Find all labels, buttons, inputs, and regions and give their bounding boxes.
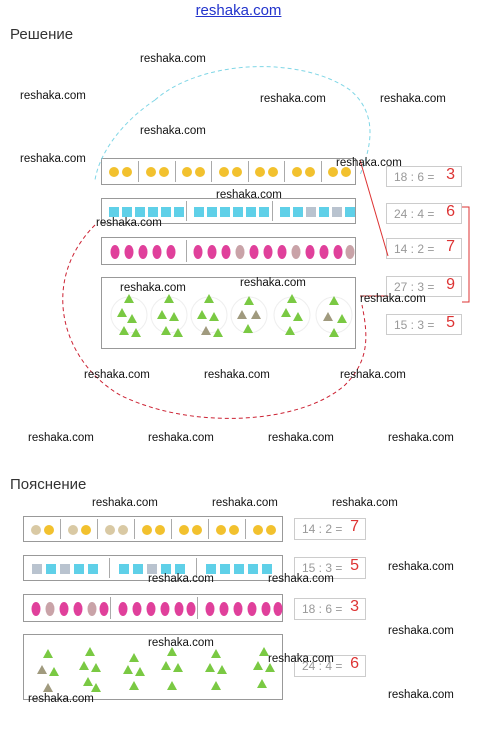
site-title[interactable]: reshaka.com <box>195 2 282 19</box>
solution-equation-5: 15 : 3 = 5 <box>386 314 462 335</box>
heading-explanation: Пояснение <box>10 476 87 493</box>
solution-equation-2: 24 : 4 = 6 <box>386 203 462 224</box>
explanation-equation-3: 18 : 6 = 3 <box>294 598 366 620</box>
watermark: reshaka.com <box>332 497 398 509</box>
watermark: reshaka.com <box>268 573 334 585</box>
watermark: reshaka.com <box>148 637 214 649</box>
watermark: reshaka.com <box>268 653 334 665</box>
solution-circles-svg <box>109 167 351 177</box>
equation-expression: 15 : 3 = <box>302 561 343 575</box>
watermark: reshaka.com <box>28 693 94 705</box>
watermark: reshaka.com <box>120 282 186 294</box>
watermark: reshaka.com <box>96 217 162 229</box>
solution-equation-4: 27 : 3 = 9 <box>386 276 462 297</box>
equation-answer: 7 <box>350 518 359 535</box>
watermark: reshaka.com <box>212 497 278 509</box>
explanation-squares-svg <box>32 564 272 574</box>
equation-answer: 5 <box>446 314 455 331</box>
equation-answer: 6 <box>350 655 359 672</box>
equation-answer: 5 <box>350 557 359 574</box>
heading-solution: Решение <box>10 26 74 43</box>
watermark: reshaka.com <box>380 93 446 105</box>
watermark: reshaka.com <box>260 93 326 105</box>
watermark: reshaka.com <box>20 90 86 102</box>
equation-answer: 6 <box>446 203 455 220</box>
solution-ovals-box <box>101 237 356 265</box>
equation-expression: 14 : 2 = <box>302 522 343 536</box>
watermark: reshaka.com <box>92 497 158 509</box>
watermark: reshaka.com <box>204 369 270 381</box>
watermark: reshaka.com <box>216 189 282 201</box>
watermark: reshaka.com <box>148 432 214 444</box>
equation-answer: 3 <box>350 598 359 615</box>
explanation-circles-box <box>23 516 283 542</box>
equation-expression: 14 : 2 = <box>394 242 435 256</box>
watermark: reshaka.com <box>140 125 206 137</box>
explanation-equation-1: 14 : 2 = 7 <box>294 518 366 540</box>
equation-expression: 15 : 3 = <box>394 318 435 332</box>
watermark: reshaka.com <box>28 432 94 444</box>
watermark: reshaka.com <box>340 369 406 381</box>
equation-expression: 27 : 3 = <box>394 280 435 294</box>
solution-ovals-svg <box>110 245 355 259</box>
equation-answer: 3 <box>446 166 455 183</box>
equation-answer: 9 <box>446 276 455 293</box>
watermark: reshaka.com <box>148 573 214 585</box>
watermark: reshaka.com <box>388 689 454 701</box>
explanation-ovals-svg <box>31 602 283 616</box>
solution-equation-1: 18 : 6 = 3 <box>386 166 462 187</box>
watermark: reshaka.com <box>268 432 334 444</box>
explanation-triangles-box <box>23 634 283 700</box>
watermark: reshaka.com <box>240 277 306 289</box>
watermark: reshaka.com <box>388 561 454 573</box>
solution-circles-box <box>101 158 356 185</box>
watermark: reshaka.com <box>20 153 86 165</box>
watermark: reshaka.com <box>140 53 206 65</box>
watermark: reshaka.com <box>336 157 402 169</box>
watermark: reshaka.com <box>84 369 150 381</box>
solution-squares-svg <box>109 207 355 217</box>
equation-expression: 18 : 6 = <box>394 170 435 184</box>
equation-expression: 24 : 4 = <box>302 659 343 673</box>
solution-equation-3: 14 : 2 = 7 <box>386 238 462 259</box>
explanation-circles-svg <box>31 525 276 535</box>
watermark: reshaka.com <box>360 293 426 305</box>
explanation-equation-2: 15 : 3 = 5 <box>294 557 366 579</box>
explanation-ovals-box <box>23 594 283 622</box>
watermark: reshaka.com <box>388 625 454 637</box>
equation-expression: 18 : 6 = <box>302 602 343 616</box>
explanation-equation-4: 24 : 4 = 6 <box>294 655 366 677</box>
solution-squares-box <box>101 198 356 224</box>
explanation-squares-box <box>23 555 283 581</box>
equation-expression: 24 : 4 = <box>394 207 435 221</box>
watermark: reshaka.com <box>388 432 454 444</box>
explanation-triangles-svg <box>37 647 275 692</box>
equation-answer: 7 <box>446 238 455 255</box>
